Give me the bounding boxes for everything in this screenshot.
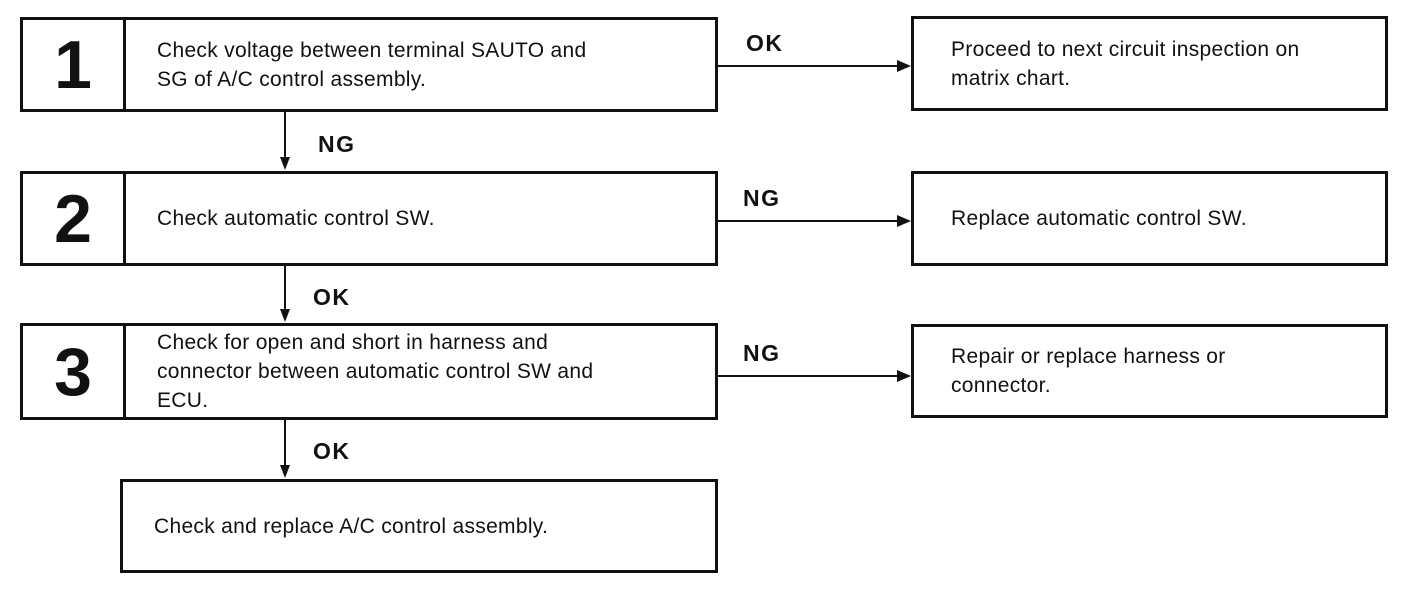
step-box-1: 1 Check voltage between terminal SAUTO a… — [20, 17, 718, 112]
branch-label-ok-down-3: OK — [313, 438, 351, 464]
step-box-2: 2 Check automatic control SW. — [20, 171, 718, 266]
branch-label-ng-down-1: NG — [318, 131, 356, 157]
result-text-cell: Proceed to next circuit inspection on ma… — [914, 19, 1385, 108]
arrow-right-icon — [718, 215, 911, 227]
branch-label-ng-2: NG — [743, 185, 781, 211]
final-step-box: Check and replace A/C control assembly. — [120, 479, 718, 573]
result-text-2: Replace automatic control SW. — [951, 207, 1247, 230]
result-box-1: Proceed to next circuit inspection on ma… — [911, 16, 1388, 111]
arrow-right-icon — [718, 60, 911, 72]
step-instruction-cell: Check voltage between terminal SAUTO and… — [126, 20, 715, 109]
result-text-3: Repair or replace harness or connector. — [951, 345, 1226, 397]
arrow-down-icon — [280, 420, 290, 478]
step-number-1: 1 — [23, 20, 126, 109]
result-box-3: Repair or replace harness or connector. — [911, 324, 1388, 418]
arrow-right-icon — [718, 370, 911, 382]
branch-label-ng-3: NG — [743, 340, 781, 366]
step-number-2: 2 — [23, 174, 126, 263]
step-instruction-cell: Check for open and short in harness and … — [126, 326, 715, 417]
step-instruction-1: Check voltage between terminal SAUTO and… — [157, 38, 587, 91]
final-step-instruction: Check and replace A/C control assembly. — [154, 514, 549, 538]
final-step-text-cell: Check and replace A/C control assembly. — [123, 482, 715, 570]
arrow-down-icon — [280, 112, 290, 170]
result-text-cell: Repair or replace harness or connector. — [914, 327, 1385, 415]
branch-label-ok-down-2: OK — [313, 284, 351, 310]
step-instruction-2: Check automatic control SW. — [157, 207, 435, 230]
step-instruction-cell: Check automatic control SW. — [126, 174, 715, 263]
result-box-2: Replace automatic control SW. — [911, 171, 1388, 266]
step-instruction-3: Check for open and short in harness and … — [157, 331, 594, 412]
arrow-down-icon — [280, 266, 290, 322]
step-number-3: 3 — [23, 326, 126, 417]
step-box-3: 3 Check for open and short in harness an… — [20, 323, 718, 420]
result-text-cell: Replace automatic control SW. — [914, 174, 1385, 263]
result-text-1: Proceed to next circuit inspection on ma… — [951, 37, 1300, 90]
branch-label-ok-1: OK — [746, 30, 784, 56]
